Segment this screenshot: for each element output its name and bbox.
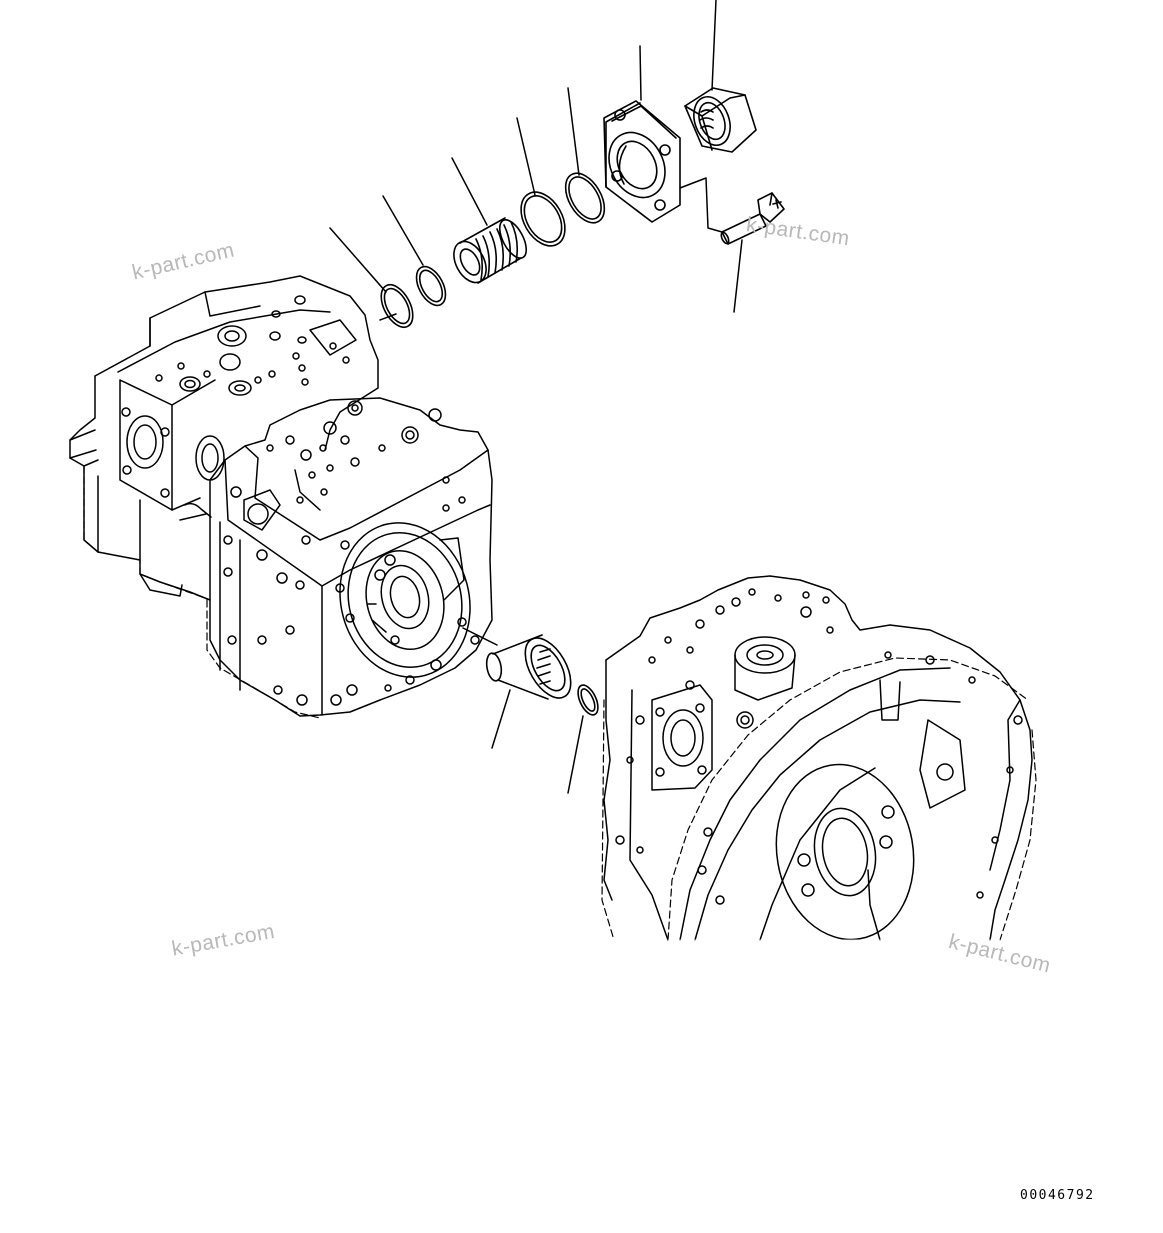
leader-line-oring-1 (330, 228, 386, 292)
phantom-outlines (84, 466, 1036, 940)
bolt-assembly-line (680, 178, 722, 232)
flange (598, 101, 680, 222)
leader-line-oring-2 (383, 196, 423, 265)
leader-line-bolt (734, 240, 742, 312)
leader-line-spring (452, 158, 487, 225)
leader-line-flange (640, 46, 641, 100)
oring-2 (411, 262, 452, 310)
oring-4 (558, 167, 613, 230)
hydraulic-pump-assembly (70, 276, 492, 716)
leader-line-coupling (492, 690, 510, 748)
leader-line-oring-4 (568, 88, 579, 175)
leader-line-snap-ring (568, 716, 583, 793)
leader-line-nut (712, 0, 716, 90)
spring-sleeve (447, 216, 531, 288)
engine-flywheel-housing (604, 576, 1032, 950)
figure-number: 00046792 (1020, 1188, 1095, 1203)
oring-1 (375, 280, 420, 333)
hex-nut (685, 88, 756, 152)
coupling (485, 630, 580, 705)
snap-ring (574, 682, 602, 718)
bolt (720, 193, 784, 245)
leader-lines (330, 0, 742, 793)
oring-3 (512, 184, 574, 253)
leader-line-oring-3 (517, 118, 535, 195)
coupling-center-line (463, 628, 497, 645)
